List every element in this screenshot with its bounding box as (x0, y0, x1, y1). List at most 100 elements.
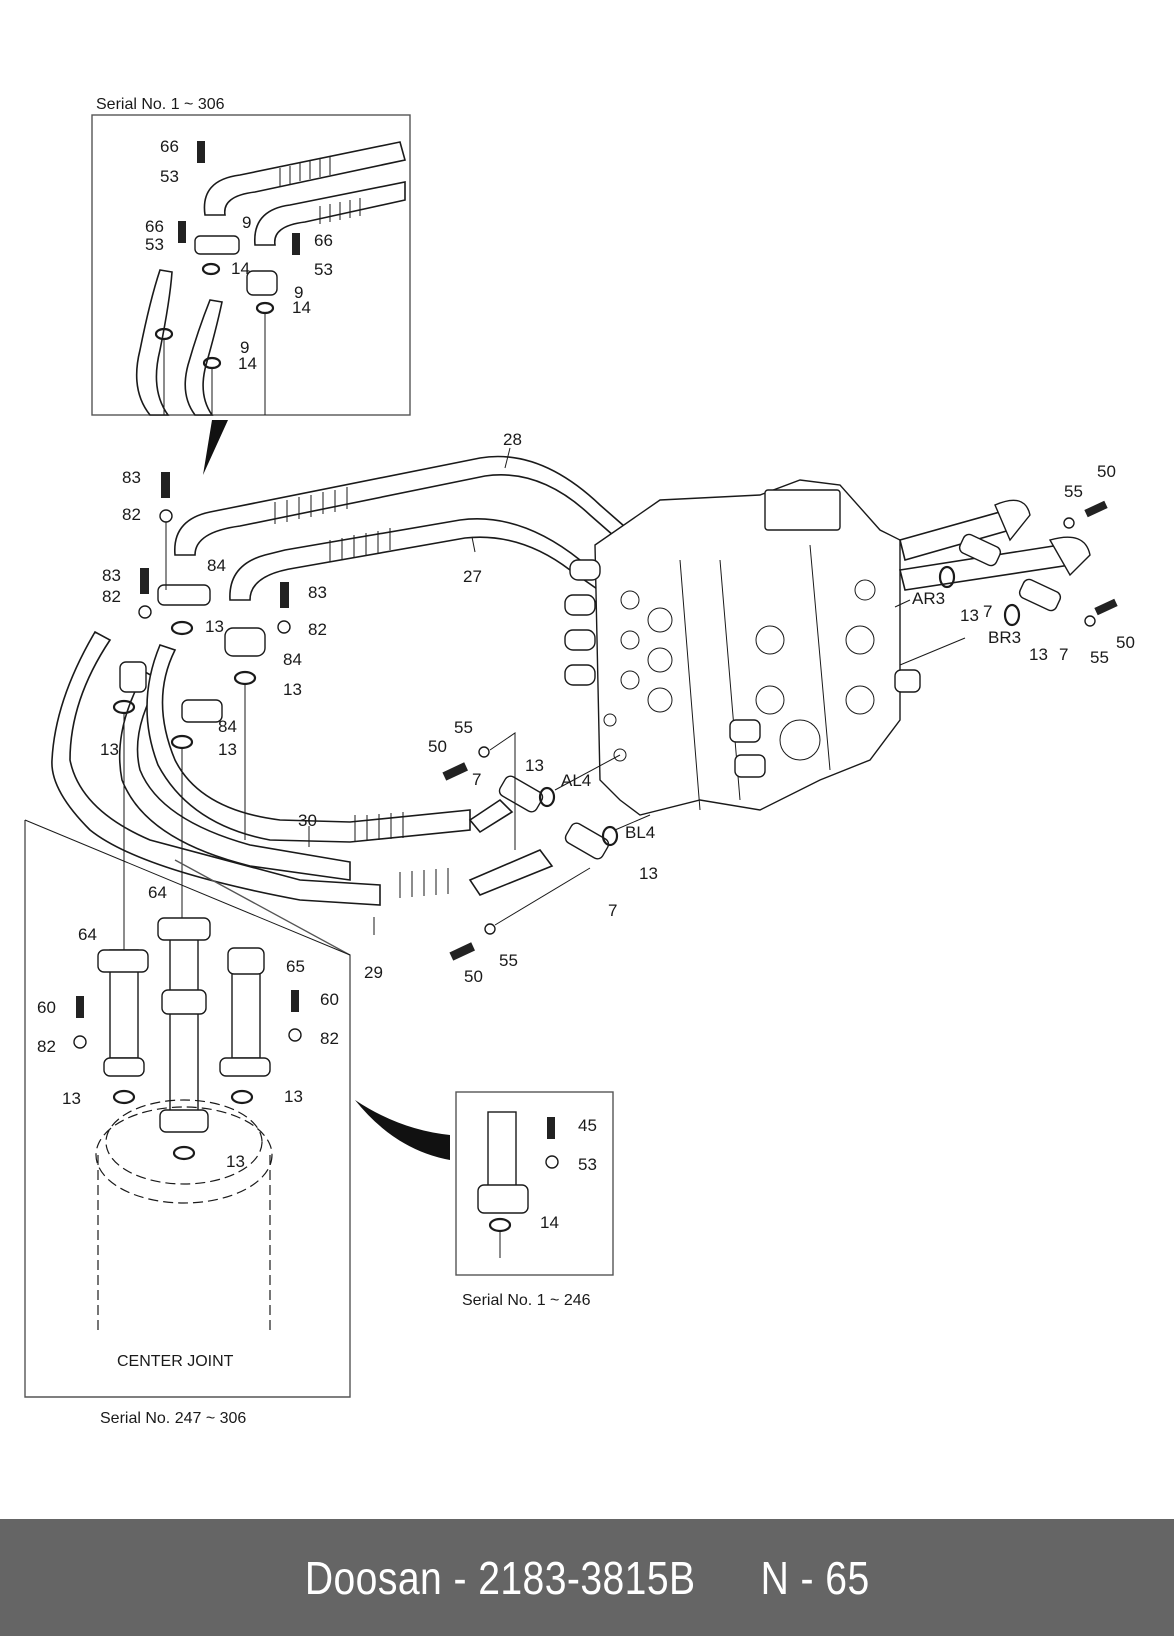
inset-top-caption: Serial No. 1 ~ 306 (96, 96, 225, 113)
bolt-icon (442, 762, 468, 781)
callout: 84 (207, 556, 226, 575)
center-joint-caption: Serial No. 247 ~ 306 (100, 1410, 246, 1427)
footer-bar: Doosan - 2183-3815B N - 65 (0, 1519, 1174, 1636)
washer-icon (545, 1155, 559, 1169)
oring-13 (938, 565, 956, 589)
callout: 13 (62, 1089, 81, 1108)
callout: 14 (238, 354, 257, 373)
oring-13 (538, 786, 556, 808)
control-valve (564, 479, 921, 816)
flange-84 (119, 661, 147, 693)
callout: 13 (226, 1152, 245, 1171)
callout: BL4 (625, 823, 655, 842)
oring-13 (172, 1145, 196, 1161)
bolt-icon (449, 942, 475, 961)
center-joint-label: CENTER JOINT (117, 1353, 234, 1370)
callout: 9 (294, 283, 303, 302)
bolt-icon (1084, 500, 1108, 518)
split-flange-84 (224, 627, 266, 657)
callout: 82 (308, 620, 327, 639)
inset-oring (255, 301, 275, 315)
callout: 45 (578, 1116, 597, 1135)
bolt-icon (161, 472, 170, 498)
callout: 55 (1064, 482, 1083, 501)
callout: 53 (578, 1155, 597, 1174)
flange-84 (181, 699, 223, 723)
footer-section: N (760, 1551, 790, 1604)
inset-small-caption: Serial No. 1 ~ 246 (462, 1292, 591, 1309)
callout: 9 (240, 338, 249, 357)
callout-hose-30: 30 (298, 811, 317, 830)
callout: BR3 (988, 628, 1021, 647)
flange-84 (157, 584, 211, 606)
inset-hose-upper-1 (203, 141, 406, 216)
oring-13 (601, 825, 619, 847)
callout: 7 (983, 602, 992, 621)
inset-pointer-arrow (203, 420, 228, 475)
callout: 50 (1097, 462, 1116, 481)
bolt-icon (280, 582, 289, 608)
callout: 82 (320, 1029, 339, 1048)
footer-title: Doosan - 2183-3815B N - 65 (305, 1551, 870, 1605)
inset-small-right: 45 53 14 Serial No. 1 ~ 246 (455, 1091, 614, 1309)
bolt-icon (140, 568, 149, 594)
inset-split-flange (246, 270, 278, 296)
callout: AR3 (912, 589, 945, 608)
callout: 55 (499, 951, 518, 970)
hose-28 (174, 455, 642, 556)
callout: 13 (960, 606, 979, 625)
inset-small-frame (455, 1091, 614, 1276)
inset-bolt-icon (178, 221, 186, 243)
callout: 7 (1059, 645, 1068, 664)
footer-separator: - (453, 1551, 467, 1604)
callout: 50 (428, 737, 447, 756)
callout: 84 (283, 650, 302, 669)
callout: 65 (286, 957, 305, 976)
callout: 50 (1116, 633, 1135, 652)
inset-bolt-icon (292, 233, 300, 255)
washer-icon (484, 923, 496, 935)
callout: 64 (148, 883, 167, 902)
bolt-icon (1094, 598, 1118, 616)
bolt-icon (547, 1117, 555, 1139)
hose-29 (51, 630, 381, 906)
oring-13 (233, 670, 257, 686)
footer-separator-2: - (800, 1551, 814, 1604)
callout: 50 (464, 967, 483, 986)
hose-30-end (468, 798, 514, 834)
oring-13 (230, 1089, 254, 1105)
callout: 13 (525, 756, 544, 775)
bolt-icon (291, 990, 299, 1012)
inset-top-frame (91, 114, 411, 416)
callout: 14 (292, 298, 311, 317)
callout: AL4 (561, 771, 591, 790)
callout: 55 (454, 718, 473, 737)
callout: 60 (320, 990, 339, 1009)
inset-center-joint: CENTER JOINT Serial No. 247 ~ 306 64 64 … (24, 819, 351, 1427)
inset-hose-lower-2 (184, 299, 223, 416)
callout: 13 (205, 617, 224, 636)
callout-hose-27: 27 (463, 567, 482, 586)
flange-7 (564, 822, 610, 860)
callout: 13 (1029, 645, 1048, 664)
callout: 13 (283, 680, 302, 699)
oring-13 (1003, 603, 1021, 627)
callout: 9 (242, 213, 251, 232)
callout: 84 (218, 717, 237, 736)
callout: 13 (284, 1087, 303, 1106)
callout: 83 (102, 566, 121, 585)
inset-flange-9 (194, 235, 240, 255)
callout: 13 (218, 740, 237, 759)
callout: 64 (78, 925, 97, 944)
inset-pointer-arrow (355, 1100, 450, 1160)
washer-icon (1063, 517, 1075, 529)
callout: 53 (145, 235, 164, 254)
callout: 13 (639, 864, 658, 883)
callout-hose-29: 29 (364, 963, 383, 982)
callout: 53 (314, 260, 333, 279)
callout: 82 (37, 1037, 56, 1056)
main-left-fittings: 83 82 84 83 82 13 83 82 84 13 84 13 13 (100, 468, 327, 1060)
washer-icon (478, 746, 490, 758)
callout: 66 (145, 217, 164, 236)
valve-left-fittings: 55 50 7 13 AL4 BL4 13 7 55 50 (428, 718, 658, 986)
